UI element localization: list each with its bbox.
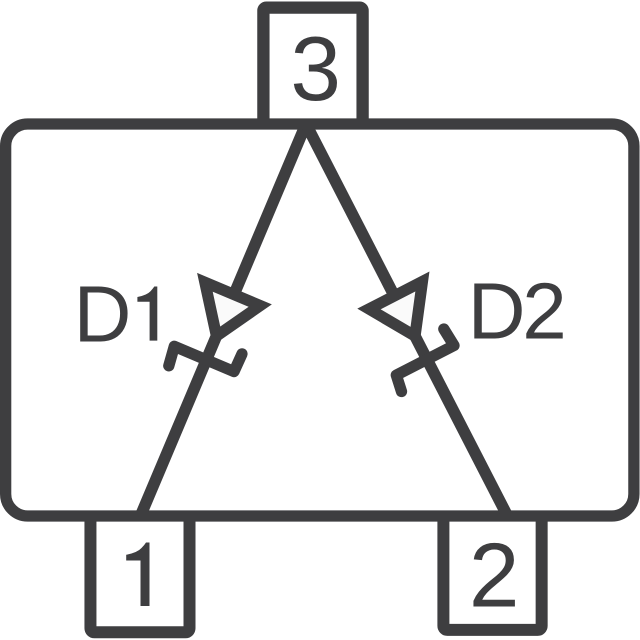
svg-text:3: 3	[290, 19, 341, 120]
svg-text:2: 2	[522, 266, 567, 355]
svg-text:D: D	[468, 266, 526, 355]
svg-text:D: D	[74, 269, 132, 358]
svg-text:2: 2	[469, 526, 520, 627]
